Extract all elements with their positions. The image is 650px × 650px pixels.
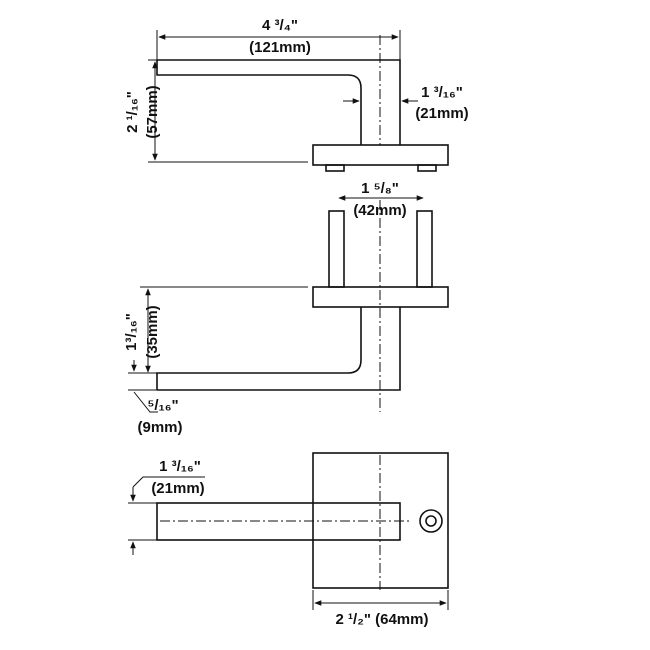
set-screw-outer [419, 509, 443, 533]
projection-inch-label: 1 ³/₁₆" [421, 84, 463, 101]
rose-plate-top [312, 144, 449, 166]
lever-drop-mm-label: (35mm) [144, 305, 161, 358]
thickness-inch-label: ⁵/₁₆" [147, 397, 178, 414]
length-mm-label: (121mm) [249, 39, 311, 56]
projection-mm-label: (21mm) [415, 105, 468, 122]
lever-width-mm-label: (21mm) [151, 480, 204, 497]
lever-drop-inch-label: 1³/₁₆" [123, 313, 140, 351]
mounting-post-right [416, 210, 433, 288]
rose-foot-right [417, 164, 437, 172]
thickness-mm-label: (9mm) [137, 419, 182, 436]
lever-outline-top [156, 59, 401, 145]
middle-view: 1 ⁵/₈" (42mm) 1³/₁₆" (35mm) ⁵/₁₆" (9mm) [123, 180, 449, 436]
top-view: 4 ³/₄" (121mm) 2 ¹/₁₆" (57mm) 1 ³/₁₆" (2… [124, 17, 469, 172]
post-spacing-mm-label: (42mm) [353, 202, 406, 219]
bottom-view: 1 ³/₁₆" (21mm) 2 ¹/₂" (64mm) [128, 452, 449, 628]
lever-outline-middle [156, 307, 401, 391]
lever-width-inch-label: 1 ³/₁₆" [159, 458, 201, 475]
set-screw-inner [425, 515, 437, 527]
mounting-post-left [328, 210, 345, 288]
rose-foot-left [325, 164, 345, 172]
rose-width-label: 2 ¹/₂" (64mm) [336, 611, 429, 628]
length-inch-label: 4 ³/₄" [262, 17, 298, 34]
height-inch-label: 2 ¹/₁₆" [124, 91, 141, 133]
post-spacing-inch-label: 1 ⁵/₈" [361, 180, 399, 197]
height-mm-label: (57mm) [144, 85, 161, 138]
